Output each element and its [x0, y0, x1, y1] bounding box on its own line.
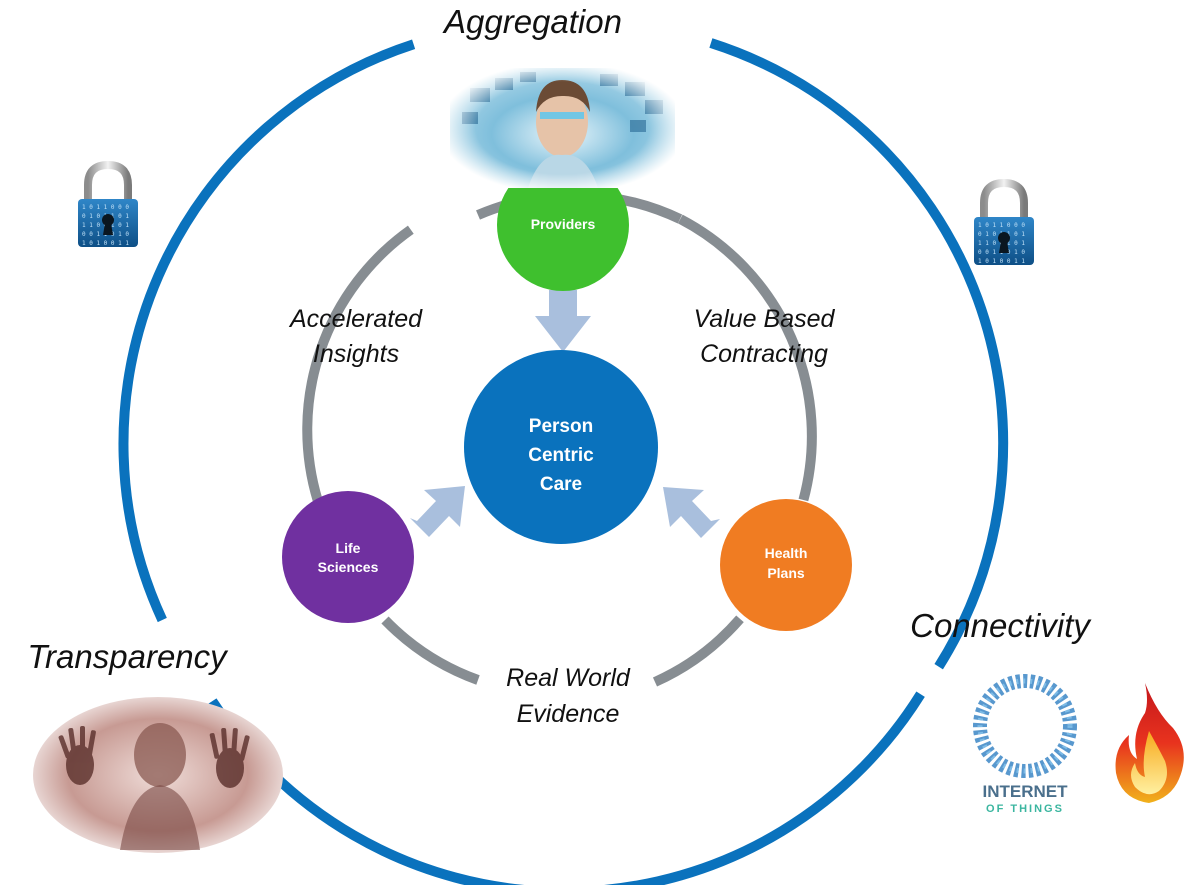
arrow-health-plans-to-center — [663, 487, 720, 538]
segment-label-bottom-line-2: Evidence — [517, 700, 620, 728]
health-plans-label-line-2: Plans — [767, 565, 805, 581]
life-sciences-label-line-2: Sciences — [318, 559, 379, 575]
svg-text:1 0 1 0 0 1 1: 1 0 1 0 0 1 1 — [978, 258, 1025, 265]
segment-label-right-line-1: Value Based — [694, 305, 836, 333]
flame-icon — [1115, 683, 1184, 803]
svg-text:1 0 1 1 0 0 0: 1 0 1 1 0 0 0 — [978, 222, 1025, 229]
life-sciences-label-line-1: Life — [336, 540, 361, 556]
providers-label: Providers — [531, 216, 596, 232]
segment-label-left-line-1: Accelerated — [288, 305, 423, 333]
segment-label-left-line-2: Insights — [313, 340, 399, 368]
outer-label-connectivity: Connectivity — [910, 607, 1092, 644]
segment-label-bottom-line-1: Real World — [506, 664, 631, 692]
figure-behind-glass-image — [33, 697, 283, 853]
center-label-line-3: Care — [540, 474, 582, 495]
providers-node: Providers — [497, 159, 629, 291]
arrow-providers-to-center — [535, 290, 591, 352]
center-label-line-1: Person — [529, 416, 593, 437]
padlock-icon-left: 1 0 1 1 0 0 0 0 1 0 1 1 0 1 1 1 0 0 1 0 … — [78, 160, 138, 247]
segment-label-right-line-2: Contracting — [700, 340, 828, 368]
outer-label-aggregation: Aggregation — [442, 3, 622, 40]
inner-ring — [302, 190, 817, 687]
digital-head-image — [450, 68, 675, 188]
iot-logo-line-1: INTERNET — [983, 782, 1069, 801]
internet-of-things-logo: INTERNET OF THINGS — [973, 674, 1077, 815]
iot-logo-line-2: OF THINGS — [986, 803, 1064, 815]
health-plans-label-line-1: Health — [765, 545, 808, 561]
svg-text:1 0 1 0 0 1 1: 1 0 1 0 0 1 1 — [82, 240, 129, 247]
arrow-life-sciences-to-center — [410, 486, 465, 537]
outer-ring — [118, 38, 1009, 885]
svg-text:1 0 1 1 0 0 0: 1 0 1 1 0 0 0 — [82, 204, 129, 211]
center-node-person-centric-care: Person Centric Care — [464, 350, 658, 544]
life-sciences-node: Life Sciences — [282, 491, 414, 623]
padlock-icon-right: 1 0 1 1 0 0 0 0 1 0 1 1 0 1 1 1 0 0 1 0 … — [974, 178, 1034, 265]
center-label-line-2: Centric — [528, 445, 594, 466]
outer-label-transparency: Transparency — [27, 638, 229, 675]
health-plans-node: Health Plans — [720, 499, 852, 631]
